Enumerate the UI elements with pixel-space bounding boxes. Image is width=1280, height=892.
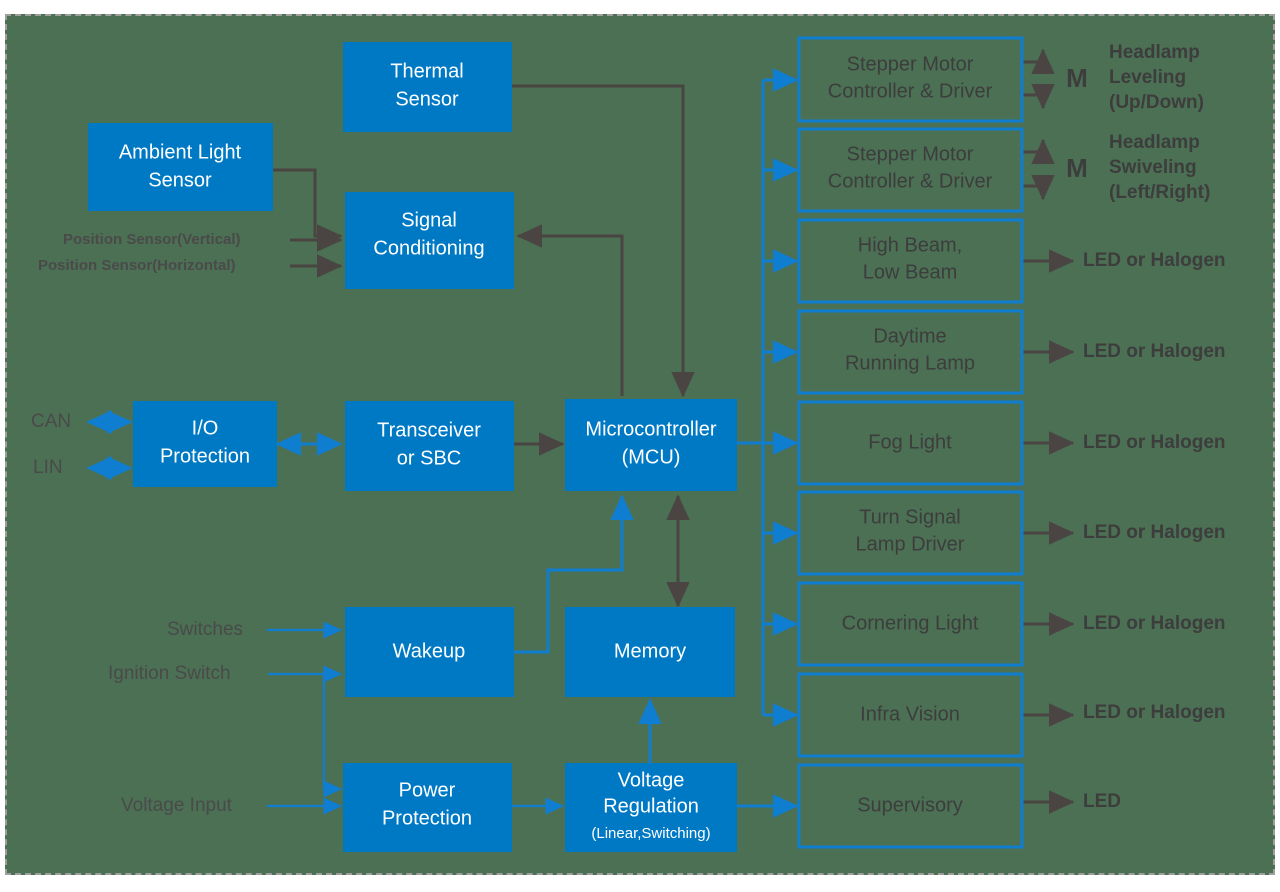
block-power-protection[interactable]: Power Protection bbox=[343, 763, 512, 852]
power-protection-line2: Protection bbox=[382, 807, 472, 829]
high-low-beam-output: LED or Halogen bbox=[1083, 250, 1226, 271]
cornering-light-output: LED or Halogen bbox=[1083, 613, 1226, 634]
block-thermal-sensor[interactable]: Thermal Sensor bbox=[343, 42, 512, 132]
thermal-sensor-line1: Thermal bbox=[390, 60, 463, 82]
block-cornering-light[interactable]: Cornering Light bbox=[797, 581, 1024, 667]
microcontroller-line2: (MCU) bbox=[622, 446, 681, 468]
block-wakeup[interactable]: Wakeup bbox=[345, 607, 514, 697]
block-ambient-light-sensor[interactable]: Ambient Light Sensor bbox=[88, 123, 273, 211]
signal-conditioning-line1: Signal bbox=[401, 209, 457, 231]
label-ignition-switch: Ignition Switch bbox=[108, 663, 231, 684]
high-low-beam-line1: High Beam, bbox=[858, 234, 963, 256]
fog-light-output: LED or Halogen bbox=[1083, 432, 1226, 453]
wire-ignition-branch-to-power bbox=[322, 674, 343, 798]
label-position-sensor-horizontal: Position Sensor(Horizontal) bbox=[38, 257, 236, 274]
thermal-sensor-line2: Sensor bbox=[395, 88, 459, 110]
signal-conditioning-line2: Conditioning bbox=[373, 237, 484, 259]
headlamp-leveling-line2: Leveling bbox=[1109, 67, 1186, 88]
supervisory-output: LED bbox=[1083, 791, 1121, 812]
stepper-motor-2-line2: Controller & Driver bbox=[828, 170, 993, 192]
block-stepper-motor-1[interactable]: Stepper Motor Controller & Driver bbox=[797, 36, 1024, 123]
turn-signal-line1: Turn Signal bbox=[859, 506, 961, 528]
block-daytime-running-lamp[interactable]: Daytime Running Lamp bbox=[797, 309, 1024, 395]
label-position-sensor-vertical: Position Sensor(Vertical) bbox=[63, 231, 241, 248]
headlamp-swiveling-line1: Headlamp bbox=[1109, 132, 1200, 153]
label-lin: LIN bbox=[33, 457, 63, 478]
daytime-running-lamp-line1: Daytime bbox=[873, 325, 946, 347]
wire-stepper1-motor-b bbox=[1023, 84, 1055, 110]
io-protection-line1: I/O bbox=[192, 417, 219, 439]
fog-light-label: Fog Light bbox=[868, 431, 952, 453]
infra-vision-output: LED or Halogen bbox=[1083, 702, 1226, 723]
block-transceiver-sbc[interactable]: Transceiver or SBC bbox=[345, 401, 514, 491]
ambient-light-sensor-line1: Ambient Light bbox=[119, 141, 242, 163]
microcontroller-line1: Microcontroller bbox=[585, 418, 716, 440]
turn-signal-output: LED or Halogen bbox=[1083, 522, 1226, 543]
block-signal-conditioning[interactable]: Signal Conditioning bbox=[345, 192, 514, 289]
wire-mcu-to-signal bbox=[516, 224, 624, 396]
block-stepper-motor-2[interactable]: Stepper Motor Controller & Driver bbox=[797, 127, 1024, 213]
block-infra-vision[interactable]: Infra Vision bbox=[797, 672, 1024, 758]
motor-symbol-1: M bbox=[1066, 63, 1088, 93]
voltage-regulation-line2: Regulation bbox=[603, 795, 699, 817]
wire-thermal-to-mcu bbox=[512, 84, 695, 398]
motor-symbol-2: M bbox=[1066, 153, 1088, 183]
block-io-protection[interactable]: I/O Protection bbox=[133, 401, 277, 487]
headlamp-leveling-line1: Headlamp bbox=[1109, 42, 1200, 63]
transceiver-sbc-line2: or SBC bbox=[397, 447, 461, 469]
io-protection-line2: Protection bbox=[160, 445, 250, 467]
block-memory[interactable]: Memory bbox=[565, 607, 735, 697]
voltage-regulation-line3: (Linear,Switching) bbox=[591, 825, 710, 842]
voltage-regulation-line1: Voltage bbox=[618, 769, 685, 791]
label-can: CAN bbox=[31, 411, 71, 432]
power-protection-line1: Power bbox=[399, 779, 456, 801]
wakeup-label: Wakeup bbox=[393, 640, 466, 662]
block-turn-signal-lamp-driver[interactable]: Turn Signal Lamp Driver bbox=[797, 490, 1024, 576]
headlamp-leveling-line3: (Up/Down) bbox=[1109, 92, 1204, 113]
high-low-beam-line2: Low Beam bbox=[863, 261, 958, 283]
block-microcontroller[interactable]: Microcontroller (MCU) bbox=[565, 399, 737, 491]
wire-wakeup-to-mcu bbox=[514, 494, 634, 654]
infra-vision-label: Infra Vision bbox=[860, 703, 960, 725]
label-voltage-input: Voltage Input bbox=[121, 795, 233, 816]
ambient-light-sensor-line2: Sensor bbox=[148, 169, 212, 191]
memory-label: Memory bbox=[614, 640, 686, 662]
headlamp-swiveling-line2: Swiveling bbox=[1109, 157, 1197, 178]
cornering-light-label: Cornering Light bbox=[842, 612, 979, 634]
wire-stepper1-motor-a bbox=[1023, 48, 1055, 74]
transceiver-sbc-line1: Transceiver bbox=[377, 419, 481, 441]
supervisory-label: Supervisory bbox=[857, 794, 963, 816]
daytime-running-lamp-line2: Running Lamp bbox=[845, 352, 975, 374]
label-switches: Switches bbox=[167, 619, 243, 640]
block-high-low-beam[interactable]: High Beam, Low Beam bbox=[797, 218, 1024, 304]
wire-stepper2-motor-b bbox=[1023, 175, 1055, 201]
wire-ambient-to-signal bbox=[273, 168, 343, 248]
block-fog-light[interactable]: Fog Light bbox=[797, 400, 1024, 486]
stepper-motor-1-line1: Stepper Motor bbox=[847, 53, 974, 75]
stepper-motor-2-line1: Stepper Motor bbox=[847, 143, 974, 165]
block-voltage-regulation[interactable]: Voltage Regulation (Linear,Switching) bbox=[565, 763, 737, 852]
block-supervisory[interactable]: Supervisory bbox=[797, 763, 1024, 849]
stepper-motor-1-line2: Controller & Driver bbox=[828, 80, 993, 102]
wire-stepper2-motor-a bbox=[1023, 138, 1055, 164]
headlamp-swiveling-line3: (Left/Right) bbox=[1109, 182, 1210, 203]
turn-signal-line2: Lamp Driver bbox=[856, 533, 965, 555]
daytime-running-lamp-output: LED or Halogen bbox=[1083, 341, 1226, 362]
wire-mcu-output-bus bbox=[737, 80, 765, 715]
